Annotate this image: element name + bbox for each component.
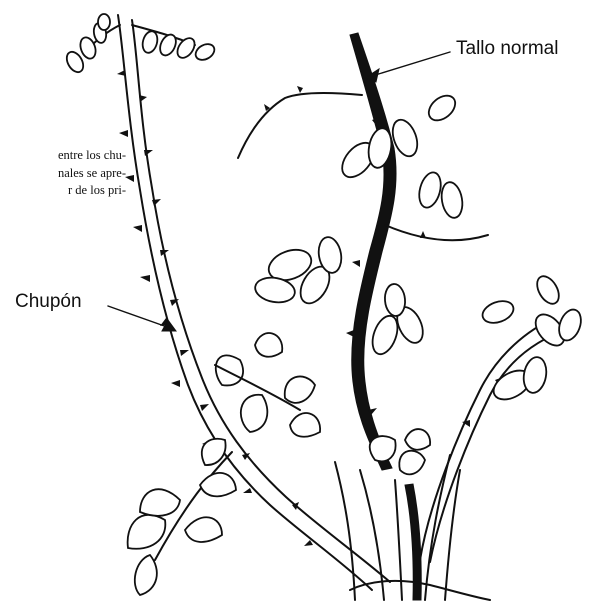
middle-leaves <box>215 333 430 474</box>
normal-stem-label: Tallo normal <box>456 38 558 60</box>
sucker-stem <box>63 14 390 590</box>
caption-line-1: entre los chu- <box>0 147 126 165</box>
chupon-leader-line <box>108 306 170 328</box>
sucker-tip-leaflets <box>63 14 217 75</box>
caption-line-2: nales se apre- <box>0 165 126 183</box>
lower-left-leaves <box>128 439 236 595</box>
normal-stem <box>238 33 488 470</box>
caption-text-fragment: entre los chu- nales se apre- r de los p… <box>0 147 126 200</box>
caption-line-3: r de los pri- <box>0 182 126 200</box>
tallo-leader-line <box>372 52 450 76</box>
sucker-label: Chupón <box>15 291 82 313</box>
right-branch <box>420 273 585 562</box>
